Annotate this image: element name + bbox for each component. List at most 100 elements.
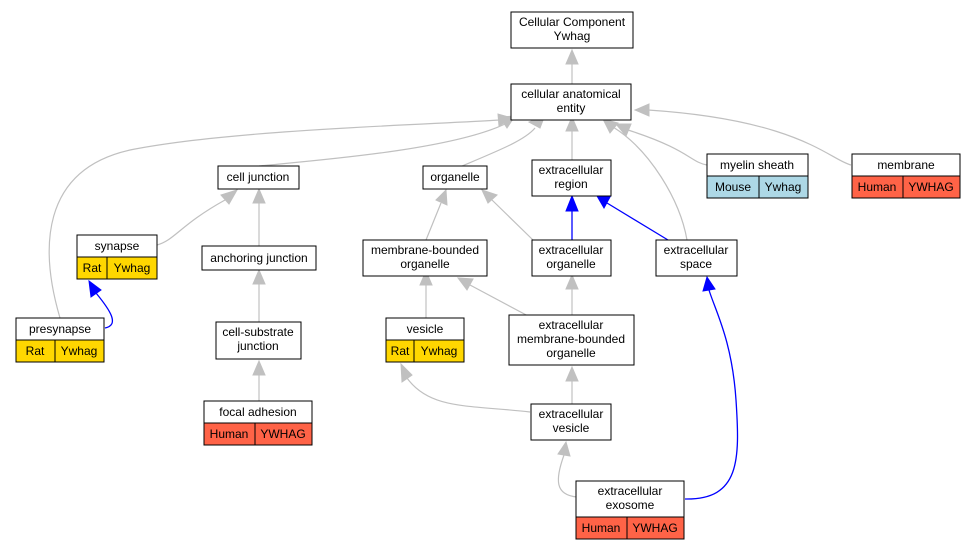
edge-exmbo-to-exorg: [565, 273, 579, 315]
edge-membrane-to-entity: [633, 103, 852, 166]
annotation-rat: Rat: [385, 339, 415, 363]
edge-focal-to-cellsubstrate: [252, 359, 266, 401]
edge-space-to-region: [596, 195, 669, 241]
node-label-line: presynapse: [29, 322, 91, 336]
svg-text:Human: Human: [858, 180, 897, 194]
node-label-line: cellular anatomical: [521, 87, 620, 101]
edge-exosome-to-space: [684, 275, 739, 500]
annotation-gene: YWHAG: [254, 422, 313, 446]
edge-mbo-to-organelle: [425, 188, 448, 241]
annotation-rat: Rat: [15, 339, 56, 363]
annotation-human: Human: [851, 175, 904, 199]
node-label-line: myelin sheath: [720, 158, 794, 172]
edge-exves-to-exmbo: [565, 365, 579, 404]
node-extracellular-vesicle[interactable]: extracellular vesicle: [530, 403, 612, 441]
node-vesicle[interactable]: vesicle Rat Ywhag: [385, 317, 465, 363]
edge-exves-to-vesicle: [400, 362, 531, 413]
node-label-line: synapse: [95, 239, 140, 253]
svg-text:Ywhag: Ywhag: [114, 261, 151, 275]
node-anchoring-junction[interactable]: anchoring junction: [201, 245, 317, 271]
annotation-gene: Ywhag: [106, 256, 158, 280]
node-extracellular-space[interactable]: extracellular space: [655, 239, 738, 277]
annotation-human: Human: [203, 422, 256, 446]
annotation-rat: Rat: [76, 256, 108, 280]
svg-text:Rat: Rat: [26, 344, 45, 358]
node-label-line: anchoring junction: [210, 251, 307, 265]
edge-exorg-to-region: [565, 194, 579, 240]
svg-text:Human: Human: [210, 427, 249, 441]
node-label-line: extracellular: [539, 318, 604, 332]
svg-text:Ywhag: Ywhag: [61, 344, 98, 358]
edge-region-to-entity: [565, 115, 579, 162]
svg-text:YWHAG: YWHAG: [908, 180, 953, 194]
node-membrane[interactable]: membrane Human YWHAG: [851, 153, 961, 199]
node-cell-substrate-junction[interactable]: cell-substrate junction: [215, 321, 302, 360]
edge-myelin-to-entity: [614, 123, 708, 166]
annotation-human: Human: [575, 516, 628, 540]
node-label-line: space: [680, 257, 712, 271]
edges-blue: [88, 194, 739, 500]
node-presynapse[interactable]: presynapse Rat Ywhag: [15, 317, 105, 363]
node-label-line: extracellular: [598, 484, 663, 498]
annotation-gene: Ywhag: [413, 339, 465, 363]
node-focal-adhesion[interactable]: focal adhesion Human YWHAG: [203, 400, 313, 446]
node-label-line: cell-substrate: [222, 325, 294, 339]
edge-exorg-to-organelle: [481, 189, 534, 241]
node-extracellular-organelle[interactable]: extracellular organelle: [531, 239, 612, 277]
node-extracellular-membrane-bounded-organelle[interactable]: extracellular membrane-bounded organelle: [508, 314, 635, 366]
node-label-line: membrane-bounded: [517, 332, 625, 346]
node-label-line: membrane: [877, 158, 935, 172]
node-label-line: junction: [236, 339, 278, 353]
svg-text:YWHAG: YWHAG: [632, 521, 677, 535]
annotation-gene: YWHAG: [902, 175, 961, 199]
svg-text:Rat: Rat: [83, 261, 102, 275]
node-label-line: Cellular Component: [519, 15, 626, 29]
node-organelle[interactable]: organelle: [422, 165, 488, 190]
node-label-line: organelle: [546, 346, 596, 360]
annotation-gene: Ywhag: [54, 339, 105, 363]
node-label-line: vesicle: [407, 322, 444, 336]
edge-presynapse-to-synapse: [88, 279, 114, 329]
annotation-gene: YWHAG: [626, 516, 685, 540]
node-label-line: membrane-bounded: [371, 243, 479, 257]
edge-synapse-to-celljunction: [156, 189, 239, 246]
svg-text:Ywhag: Ywhag: [421, 344, 458, 358]
node-membrane-bounded-organelle[interactable]: membrane-bounded organelle: [362, 239, 488, 277]
node-label-line: extracellular: [539, 243, 604, 257]
node-cell-junction[interactable]: cell junction: [217, 165, 300, 190]
node-label-line: Ywhag: [554, 29, 591, 43]
svg-text:Ywhag: Ywhag: [765, 180, 802, 194]
node-label-line: organelle: [546, 257, 596, 271]
node-extracellular-region[interactable]: extracellular region: [531, 159, 612, 197]
node-cellular-anatomical-entity[interactable]: cellular anatomical entity: [510, 83, 632, 121]
edge-vesicle-to-mbo: [419, 269, 433, 318]
node-label-line: focal adhesion: [219, 405, 296, 419]
annotation-gene: Ywhag: [758, 175, 809, 199]
node-label-line: cell junction: [227, 170, 290, 184]
annotation-mouse: Mouse: [706, 175, 760, 199]
edge-anchoring-to-celljunction: [252, 187, 266, 246]
node-synapse[interactable]: synapse Rat Ywhag: [76, 234, 158, 280]
edge-cellsubstrate-to-anchoring: [252, 268, 266, 322]
edge-entity-to-component: [565, 48, 579, 84]
edge-presynapse-to-entity: [48, 113, 514, 319]
node-label-line: entity: [557, 101, 586, 115]
svg-text:YWHAG: YWHAG: [260, 427, 305, 441]
edge-exosome-to-exves: [557, 440, 578, 498]
edges-gray: [48, 48, 852, 498]
node-label-line: extracellular: [539, 163, 604, 177]
node-cellular-component[interactable]: Cellular Component Ywhag: [510, 11, 634, 49]
edge-celljunction-to-entity: [258, 115, 516, 167]
node-label-line: extracellular: [539, 407, 604, 421]
node-myelin-sheath[interactable]: myelin sheath Mouse Ywhag: [706, 153, 809, 199]
node-label-line: organelle: [400, 257, 450, 271]
node-extracellular-exosome[interactable]: extracellular exosome Human YWHAG: [575, 480, 685, 540]
svg-text:Human: Human: [582, 521, 621, 535]
svg-text:Rat: Rat: [391, 344, 410, 358]
edge-space-to-entity: [602, 118, 688, 241]
node-label-line: exosome: [606, 498, 655, 512]
node-label-line: extracellular: [664, 243, 729, 257]
node-label-line: region: [554, 177, 587, 191]
node-label-line: organelle: [430, 170, 480, 184]
